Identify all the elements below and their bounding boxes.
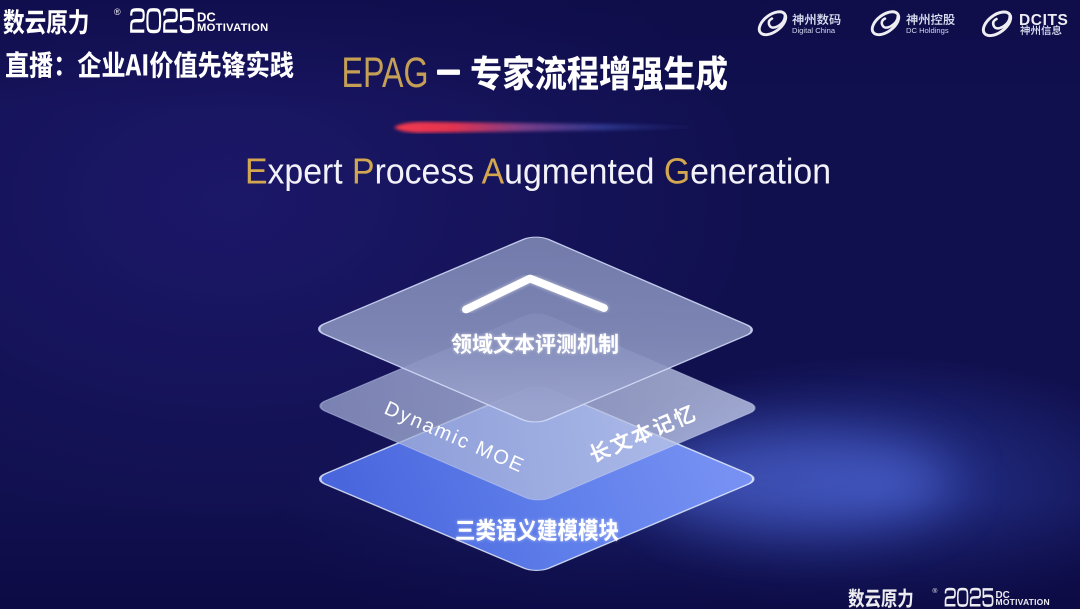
svg-text:Expert Process Augmented Gener: Expert Process Augmented Generation — [245, 151, 831, 192]
svg-text:DCITS: DCITS — [1019, 12, 1069, 29]
svg-text:DC Holdings: DC Holdings — [906, 26, 949, 35]
svg-text:Digital China: Digital China — [792, 26, 836, 35]
svg-text:DC: DC — [197, 10, 216, 25]
svg-text:®: ® — [114, 7, 121, 17]
svg-text:EPAG: EPAG — [342, 49, 429, 97]
svg-text:MOTIVATION: MOTIVATION — [197, 22, 269, 34]
